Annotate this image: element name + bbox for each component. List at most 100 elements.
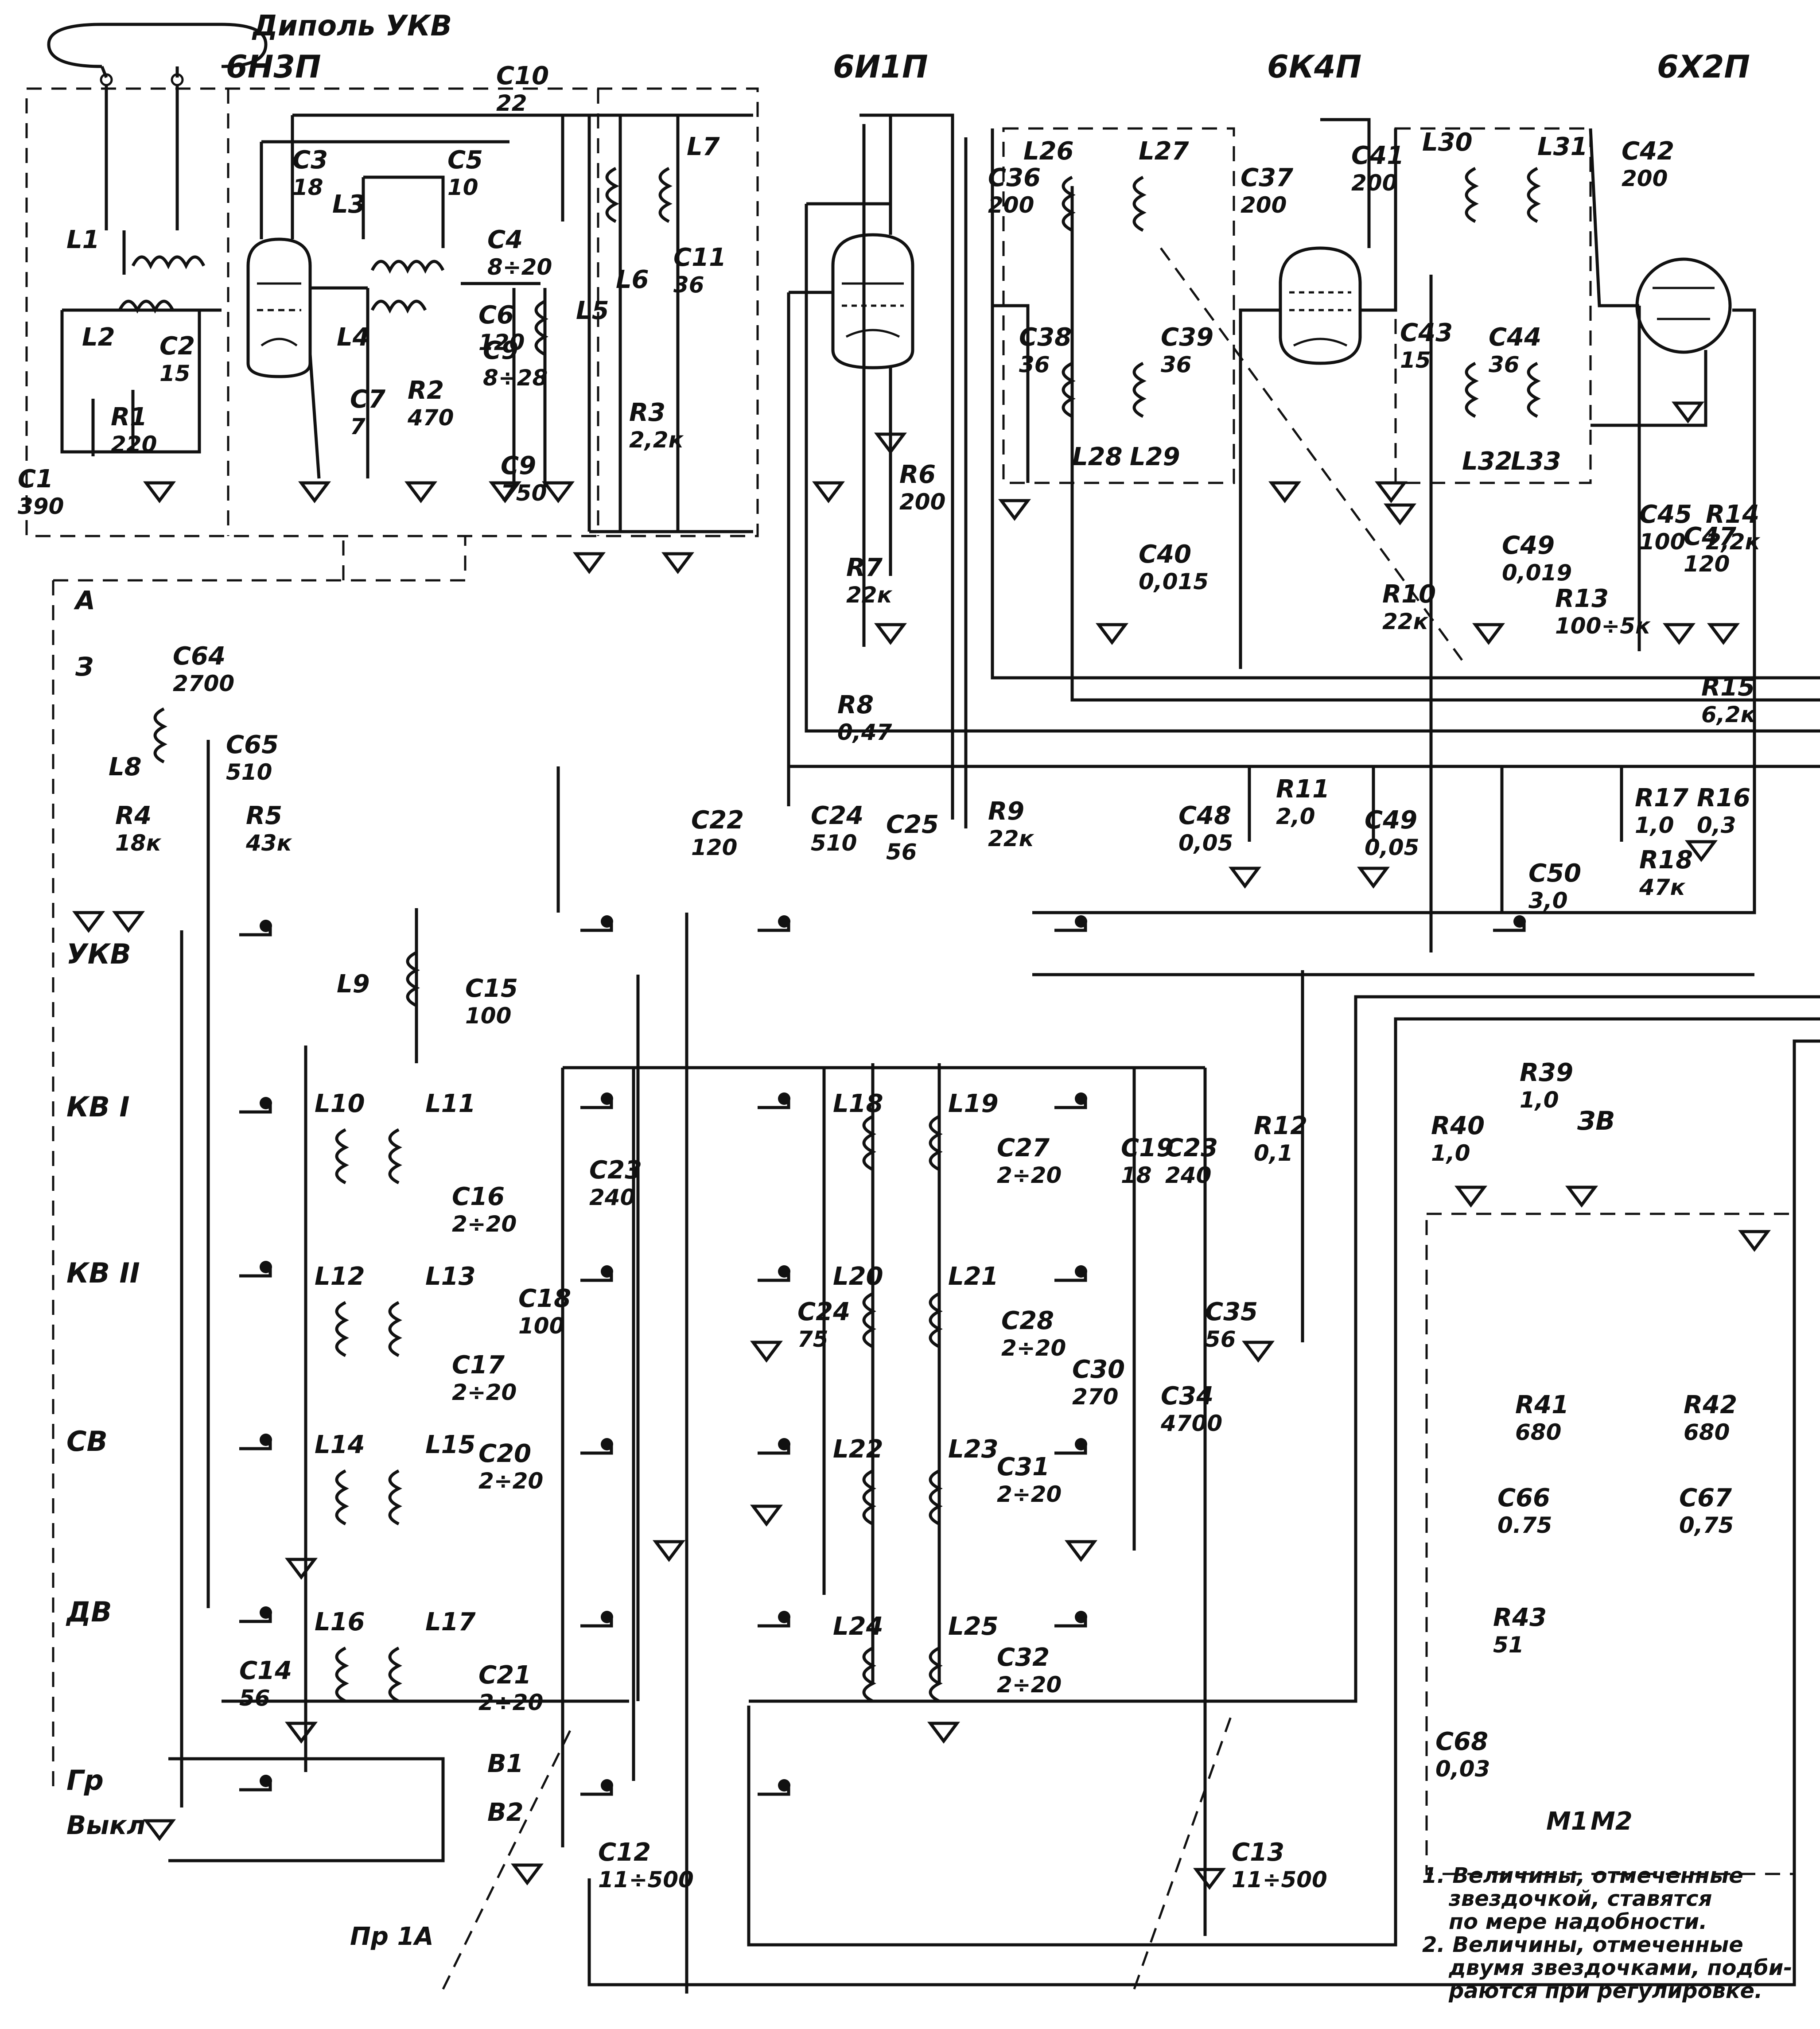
switch-contact[interactable]: [239, 1434, 272, 1450]
component-value: 4700: [1160, 1411, 1222, 1436]
component-value: 0,03: [1435, 1756, 1490, 1782]
component-ref: L13: [425, 1262, 476, 1291]
component-value: 100: [518, 1313, 564, 1339]
component-value: 1,0: [1635, 812, 1674, 838]
switch-contact[interactable]: [1493, 915, 1526, 932]
component-value: 2÷20: [452, 1380, 517, 1405]
component-value: 220: [111, 431, 157, 457]
component-ref: L33: [1511, 447, 1561, 476]
component-ref: C49: [1365, 806, 1417, 835]
switch-contact[interactable]: [239, 1097, 272, 1114]
component-ref: R7: [846, 553, 883, 582]
terminal-pickup: ЗВ: [1577, 1106, 1615, 1136]
component-value: 2,2к: [629, 427, 684, 453]
component-ref: C64: [173, 642, 226, 671]
component-ref: R41: [1515, 1391, 1569, 1419]
component-ref: R10: [1382, 580, 1436, 609]
component-ref: C48: [1178, 801, 1231, 830]
component-value: 2÷20: [478, 1468, 543, 1494]
component-ref: B2: [487, 1798, 524, 1827]
component-ref: C68: [1435, 1727, 1488, 1756]
component-value: 56: [886, 839, 917, 865]
component-ref: R5: [246, 801, 282, 830]
component-ref: C27: [997, 1134, 1050, 1162]
component-ref: L12: [315, 1262, 365, 1291]
switch-contact[interactable]: [580, 1092, 613, 1109]
component-value: 2,0: [1276, 804, 1315, 829]
switch-contact[interactable]: [580, 1265, 613, 1282]
component-value: 18: [1121, 1162, 1152, 1188]
component-value: 15: [159, 361, 191, 386]
component-value: 0,3: [1697, 812, 1736, 838]
switch-contact[interactable]: [758, 1265, 790, 1282]
switch-contact[interactable]: [580, 915, 613, 932]
component-ref: C41: [1351, 141, 1404, 170]
switch-contact[interactable]: [580, 1779, 613, 1796]
component-ref: M1: [1546, 1807, 1588, 1836]
component-ref: C20: [478, 1439, 531, 1468]
band-switch-contacts[interactable]: [239, 915, 1526, 1796]
component-ref: C14: [239, 1656, 292, 1685]
band-label-off: Выкл: [66, 1810, 146, 1840]
band-label-kv2: КВ II: [66, 1257, 140, 1289]
component-ref: C7: [350, 385, 385, 414]
component-ref: Пр 1А: [350, 1922, 434, 1951]
switch-contact[interactable]: [239, 1775, 272, 1792]
component-ref: L20: [833, 1262, 883, 1291]
switch-contact[interactable]: [580, 1611, 613, 1628]
note-line: двумя звездочками, подби-: [1448, 1955, 1792, 1980]
component-ref: C38: [1019, 323, 1072, 352]
switch-contact[interactable]: [758, 1092, 790, 1109]
component-ref: R8: [837, 691, 874, 719]
component-ref: C16: [452, 1182, 505, 1211]
component-ref: C15: [465, 974, 518, 1003]
switch-contact[interactable]: [239, 1261, 272, 1278]
component-value: 200: [899, 489, 945, 515]
component-ref: C2: [159, 332, 195, 361]
component-value: 75: [797, 1326, 828, 1352]
switch-contact[interactable]: [758, 1779, 790, 1796]
switch-contact[interactable]: [1054, 1438, 1087, 1455]
component-ref: L31: [1537, 132, 1588, 161]
component-value: 36: [1161, 352, 1192, 377]
component-value: 0,1: [1254, 1140, 1293, 1166]
component-ref: R2: [408, 376, 444, 405]
component-ref: C34: [1161, 1382, 1213, 1411]
band-label-kv1: КВ I: [66, 1091, 130, 1123]
component-value: 270: [1072, 1384, 1118, 1410]
switch-contact[interactable]: [758, 1438, 790, 1455]
switch-contact[interactable]: [239, 1606, 272, 1623]
switch-contact[interactable]: [758, 915, 790, 932]
switch-contact[interactable]: [1054, 1265, 1087, 1282]
switch-contact[interactable]: [758, 1611, 790, 1628]
component-ref: R18: [1639, 846, 1693, 875]
component-ref: L15: [425, 1430, 476, 1459]
component-value: 0,75: [1679, 1512, 1734, 1538]
component-value: 6,2к: [1701, 702, 1756, 727]
component-ref: L14: [315, 1430, 365, 1459]
component-labels: L1L2C1390R1220C215C318C510C1022C48÷20L3L…: [18, 62, 1761, 1951]
component-ref: C17: [452, 1351, 505, 1380]
component-ref: L22: [833, 1435, 883, 1464]
component-value: 0,015: [1139, 569, 1209, 595]
component-ref: L29: [1130, 443, 1180, 471]
component-value: 51: [1493, 1632, 1524, 1658]
component-ref: L10: [315, 1089, 365, 1118]
switch-contact[interactable]: [580, 1438, 613, 1455]
switch-contact[interactable]: [1054, 915, 1087, 932]
component-ref: L4: [337, 323, 370, 352]
switch-contact[interactable]: [1054, 1092, 1087, 1109]
component-ref: L8: [109, 753, 142, 781]
component-value: 2÷20: [478, 1690, 543, 1715]
shield-outlines: [25, 87, 1796, 1990]
switch-contact[interactable]: [239, 920, 272, 937]
component-value: 240: [589, 1185, 635, 1210]
component-value: 200: [1241, 192, 1287, 218]
component-ref: C30: [1072, 1355, 1125, 1384]
tube-6x2p: [1635, 257, 1732, 354]
uhf-dipole: [47, 23, 268, 230]
switch-contact[interactable]: [1054, 1611, 1087, 1628]
component-value: 0,05: [1365, 835, 1419, 860]
component-value: 510: [226, 759, 272, 785]
